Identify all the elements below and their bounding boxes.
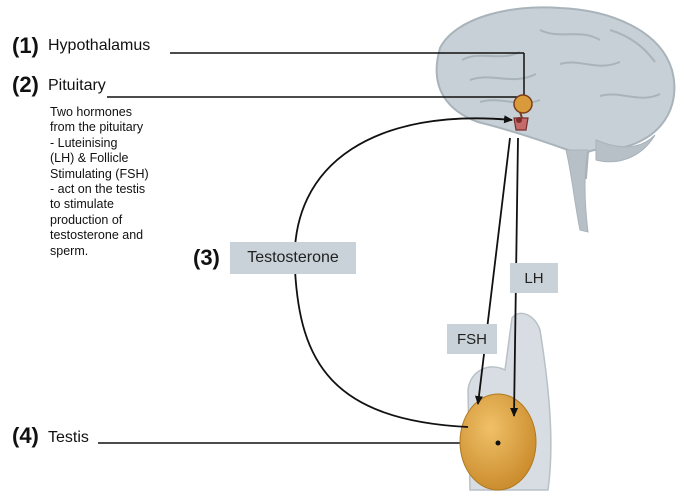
testis-label: Testis <box>48 430 89 446</box>
brain-illustration <box>437 7 675 232</box>
label-number-4: (4) <box>12 425 39 447</box>
label-number-2: (2) <box>12 74 39 96</box>
fsh-tag: FSH <box>447 324 497 354</box>
hypothalamus-label: Hypothalamus <box>48 38 150 54</box>
hypothalamus-gland <box>514 95 532 113</box>
pituitary-description: Two hormones from the pituitary - Lutein… <box>50 105 200 259</box>
pituitary-label: Pituitary <box>48 78 106 94</box>
label-number-3: (3) <box>193 247 220 269</box>
lh-tag: LH <box>510 263 558 293</box>
label-number-1: (1) <box>12 35 39 57</box>
testosterone-tag: Testosterone <box>230 242 356 274</box>
